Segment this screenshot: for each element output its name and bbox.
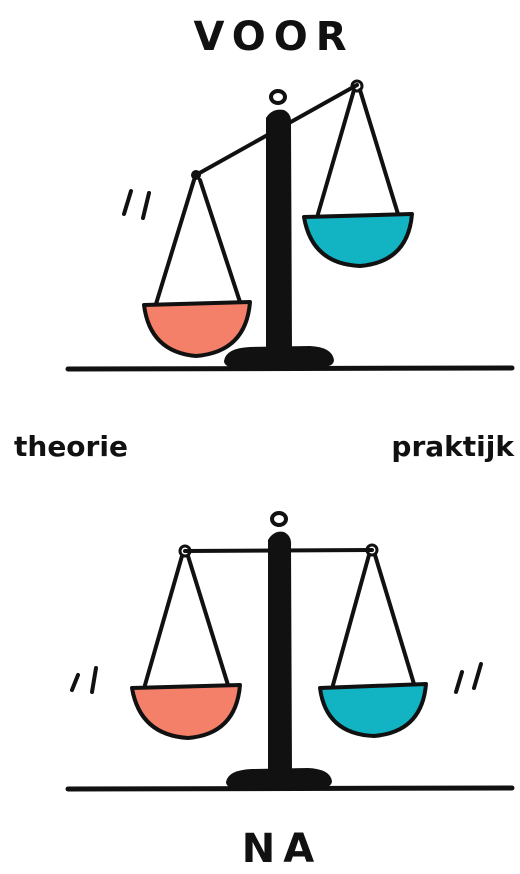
bottom-left-hinge — [178, 544, 192, 558]
top-right-strings — [316, 88, 400, 216]
bottom-scale — [65, 511, 515, 792]
top-right-hinge — [350, 79, 364, 93]
bottom-title: NA — [242, 826, 322, 872]
top-ground-line — [65, 365, 515, 372]
bottom-left-pan — [130, 683, 242, 740]
top-left-hinge — [191, 170, 201, 180]
top-left-strings — [154, 178, 242, 306]
bottom-scale-knob — [270, 511, 288, 527]
theory-label: theorie — [14, 430, 128, 463]
top-motion-marks — [122, 189, 151, 220]
bottom-right-motion-marks — [454, 662, 483, 694]
bottom-right-strings — [331, 553, 416, 687]
top-right-pan — [302, 212, 414, 268]
top-scale — [65, 79, 515, 372]
top-scale-beam — [194, 83, 359, 177]
bottom-scale-beam — [183, 548, 374, 553]
bottom-ground-line — [65, 785, 515, 792]
bottom-scale-pillar — [268, 531, 292, 774]
bottom-right-pan — [318, 682, 428, 738]
top-scale-pillar — [266, 109, 292, 353]
bottom-scale-base — [226, 768, 332, 789]
practice-label: praktijk — [391, 430, 515, 463]
top-left-pan — [142, 300, 252, 358]
top-title: VOOR — [193, 14, 354, 60]
bottom-left-motion-marks — [70, 666, 98, 694]
bottom-left-strings — [143, 554, 230, 687]
top-scale-knob — [269, 89, 287, 105]
bottom-right-hinge — [365, 543, 379, 557]
top-scale-base — [224, 346, 334, 368]
